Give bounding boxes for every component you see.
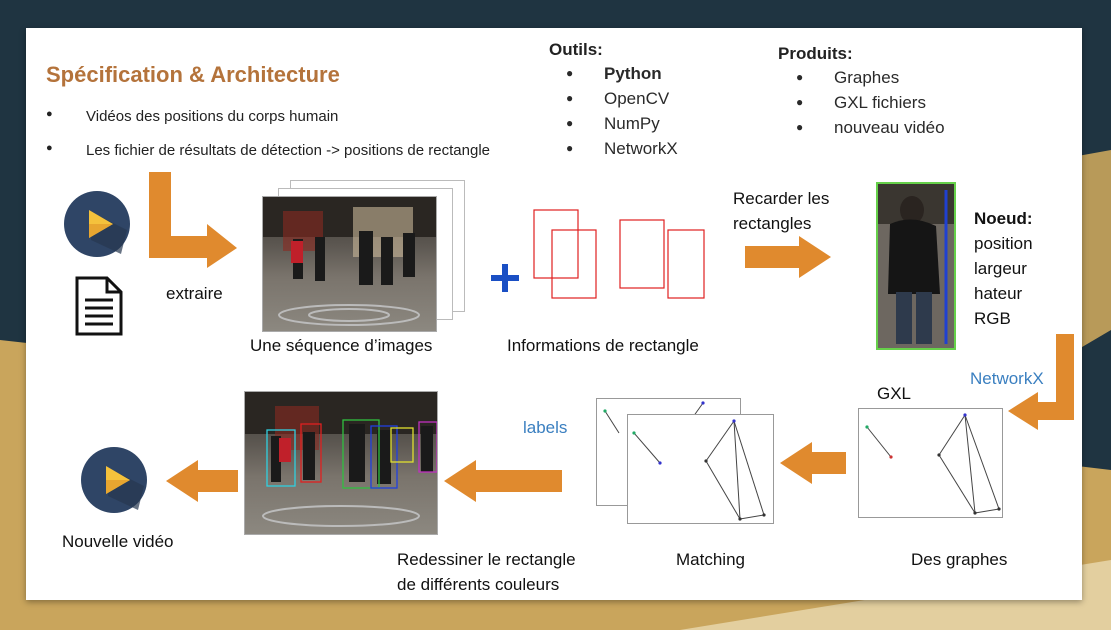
noeud-block: Noeud: position largeur hateur RGB (974, 206, 1033, 331)
label-recarder-line2: rectangles (733, 214, 812, 233)
matching-graph-front (627, 414, 774, 524)
play-button-output-icon (81, 447, 147, 513)
intro-bullet-list: Vidéos des positions du corps humain Les… (46, 108, 490, 176)
label-redessiner-line2: de différents couleurs (397, 575, 560, 594)
arrow-networkx-icon (1008, 334, 1074, 430)
sequence-image (262, 196, 437, 332)
arrow-matching-icon (780, 442, 846, 484)
label-redessiner-line1: Redessiner le rectangle (397, 550, 576, 569)
outil-numpy: NumPy (566, 114, 678, 139)
bullet-videos: Vidéos des positions du corps humain (46, 108, 490, 142)
produit-graphes: Graphes (796, 68, 945, 93)
graph-image (858, 408, 1003, 518)
noeud-rgb: RGB (974, 309, 1011, 328)
noeud-largeur: largeur (974, 259, 1027, 278)
cropped-person-image (876, 182, 956, 350)
label-rect-info: Informations de rectangle (507, 336, 699, 355)
produit-video: nouveau vidéo (796, 118, 945, 143)
rectangle-info-drawing (533, 209, 705, 299)
arrow-new-video-icon (166, 460, 238, 502)
noeud-hateur: hateur (974, 284, 1023, 303)
outil-python: Python (566, 64, 678, 89)
outils-list: Python OpenCV NumPy NetworkX (566, 64, 678, 164)
label-labels: labels (523, 418, 568, 437)
produits-list: Graphes GXL fichiers nouveau vidéo (796, 68, 945, 143)
bullet-detection-files: Les fichier de résultats de détection ->… (46, 142, 490, 176)
label-gxl: GXL (877, 384, 912, 403)
noeud-position: position (974, 234, 1033, 253)
label-extraire: extraire (166, 284, 223, 303)
label-sequence: Une séquence d’images (250, 336, 433, 355)
arrow-recarder-icon (745, 236, 831, 278)
label-networkx: NetworkX (970, 369, 1044, 388)
label-recarder-line1: Recarder les (733, 189, 830, 208)
produits-title: Produits: (778, 44, 853, 63)
label-nouvelle-video: Nouvelle vidéo (62, 532, 174, 551)
outils-title: Outils: (549, 40, 603, 59)
redrawn-frame-image (244, 391, 438, 535)
outil-opencv: OpenCV (566, 89, 678, 114)
produit-gxl: GXL fichiers (796, 93, 945, 118)
play-button-icon (64, 191, 130, 257)
label-matching: Matching (676, 550, 745, 569)
arrow-extraire-icon (149, 172, 237, 268)
page-title: Spécification & Architecture (46, 62, 340, 87)
document-icon (75, 276, 123, 336)
arrow-redraw-icon (444, 460, 562, 502)
noeud-title: Noeud: (974, 209, 1033, 228)
label-des-graphes: Des graphes (911, 550, 1008, 569)
plus-icon (491, 264, 519, 292)
outil-networkx: NetworkX (566, 139, 678, 164)
